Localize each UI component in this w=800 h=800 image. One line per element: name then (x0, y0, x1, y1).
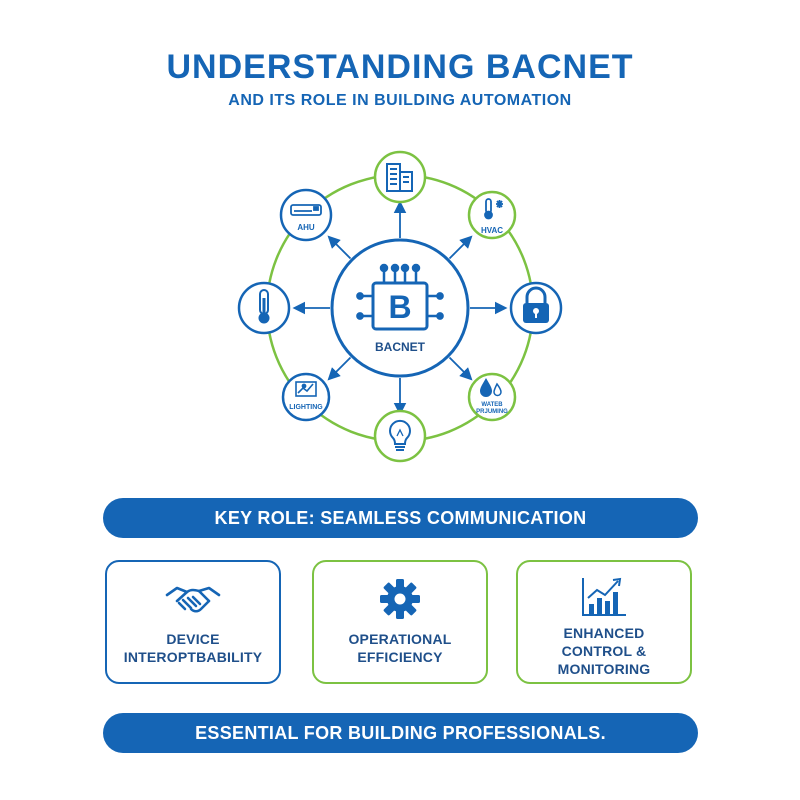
card-label-line: MONITORING (557, 661, 651, 677)
card-label: DEVICE INTEROPTBABILITY (124, 630, 263, 666)
node-hvac: HVAC (467, 190, 517, 240)
handshake-icon (165, 576, 221, 622)
card-label-line: DEVICE (166, 631, 220, 647)
building-icon (386, 163, 413, 192)
node-water: WATEB PRJUMING (467, 372, 517, 422)
card-label: ENHANCED CONTROL & MONITORING (558, 624, 651, 678)
node-label-water-2: PRJUMING (476, 409, 508, 415)
hub-label: BACNET (375, 340, 426, 354)
card-device-interoperability: DEVICE INTEROPTBABILITY (105, 560, 281, 684)
node-light (373, 409, 427, 463)
bar-chart-icon (580, 574, 628, 620)
lightbulb-icon (389, 419, 411, 451)
card-operational-efficiency: OPERATIONAL EFFICIENCY (312, 560, 488, 684)
card-label: OPERATIONAL EFFICIENCY (348, 630, 451, 666)
page-title: UNDERSTANDING BACNET (166, 48, 634, 86)
gear-icon (378, 576, 422, 622)
node-temp (237, 281, 291, 335)
card-label-line: OPERATIONAL (348, 631, 452, 647)
arrow-to-hvac (448, 235, 473, 260)
thermometer-icon (258, 289, 270, 324)
footer-banner: ESSENTIAL FOR BUILDING PROFESSIONALS. (103, 713, 698, 753)
bacnet-hub: B BACNET (330, 238, 470, 378)
lighting-panel-icon (295, 381, 317, 397)
node-label-ahu: AHU (297, 223, 315, 232)
arrow-to-ahu (327, 235, 352, 260)
water-drop-icon (480, 378, 502, 397)
node-building (373, 150, 427, 204)
bacnet-chip-icon: B (356, 263, 444, 331)
bacnet-letter: B (388, 289, 411, 325)
card-label-line: INTEROPTBABILITY (123, 649, 263, 665)
thermometer-fan-icon (484, 198, 503, 220)
arrow-to-water (448, 356, 473, 381)
node-label-water-1: WATEB (481, 402, 503, 408)
node-label-lighting: LIGHTING (289, 404, 323, 411)
card-label-line: CONTROL & (561, 643, 647, 659)
node-security (509, 281, 563, 335)
node-label-hvac: HVAC (481, 226, 503, 235)
air-handler-icon (290, 204, 322, 216)
arrow-to-lighting (327, 356, 352, 381)
card-label-line: ENHANCED (563, 625, 645, 641)
connector-arrows (292, 200, 508, 416)
card-label-line: EFFICIENCY (357, 649, 443, 665)
page-subtitle: AND ITS ROLE IN BUILDING AUTOMATION (228, 92, 572, 109)
node-ahu: AHU (279, 188, 333, 242)
card-enhanced-control: ENHANCED CONTROL & MONITORING (516, 560, 692, 684)
key-role-banner: KEY ROLE: SEAMLESS COMMUNICATION (103, 498, 698, 538)
node-lighting: LIGHTING (281, 372, 331, 422)
lock-icon (523, 286, 549, 323)
